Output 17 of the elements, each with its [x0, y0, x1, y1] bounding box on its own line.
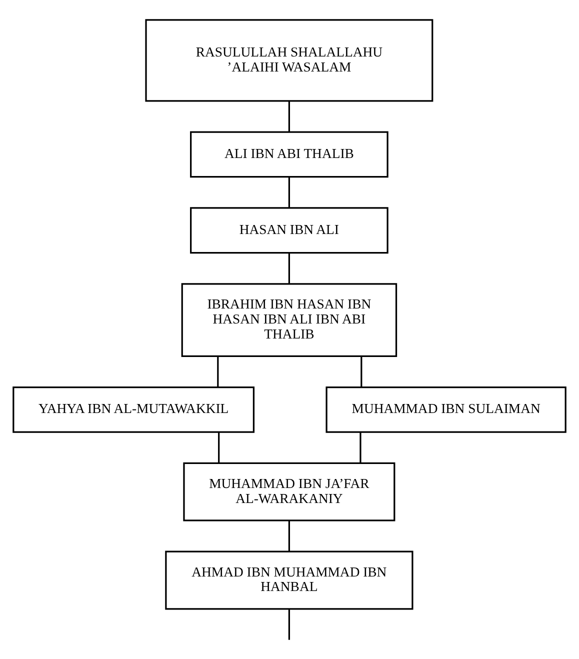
node-box: RASULULLAH SHALALLAHU ’ALAIHI WASALAM	[145, 18, 434, 102]
connector	[288, 608, 290, 640]
node-box: MUHAMMAD IBN SULAIMAN	[326, 386, 566, 432]
connector	[360, 356, 362, 386]
connector	[288, 252, 290, 284]
node-box: MUHAMMAD IBN JA’FAR AL-WARAKANIY	[183, 462, 396, 521]
connector	[288, 100, 290, 132]
node-box: IBRAHIM IBN HASAN IBN HASAN IBN ALI IBN ABI THALIB	[181, 282, 398, 356]
node-box: HASAN IBN ALI	[190, 206, 388, 254]
node-box: AHMAD IBN MUHAMMAD IBN HANBAL	[165, 550, 414, 610]
connector	[218, 432, 220, 462]
node-box: YAHYA IBN AL-MUTAWAKKIL	[12, 386, 255, 432]
connector	[360, 432, 362, 462]
connector	[217, 356, 219, 386]
connector	[288, 520, 290, 552]
node-box: ALI IBN ABI THALIB	[190, 130, 388, 178]
connector	[288, 176, 290, 208]
